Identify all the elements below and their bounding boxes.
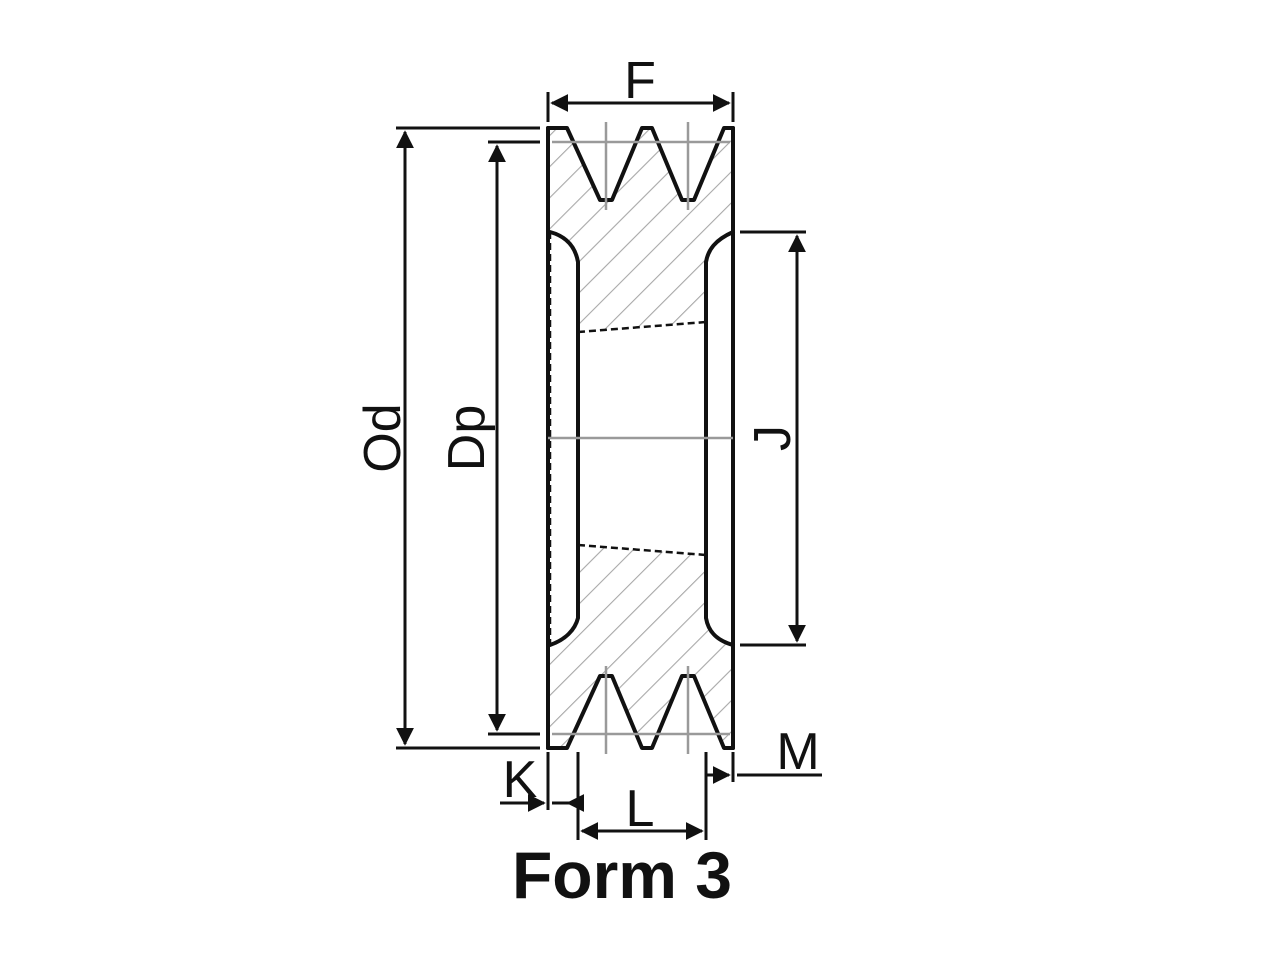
label-k: K [503, 751, 538, 809]
bottom-section-hatch [548, 545, 733, 748]
top-section-hatch [548, 128, 733, 332]
label-m: M [776, 723, 819, 781]
label-dp: Dp [438, 405, 496, 471]
centerlines [548, 122, 733, 754]
label-l: L [626, 780, 655, 838]
caption-form: Form 3 [512, 838, 732, 912]
label-j: J [744, 425, 802, 451]
label-od: Od [354, 403, 412, 472]
dimension-j [740, 230, 806, 647]
dimension-f [546, 92, 735, 122]
dimension-dp [488, 140, 540, 736]
dimension-od [396, 126, 540, 750]
dimension-k [500, 752, 585, 812]
label-f: F [624, 52, 656, 110]
dimension-m [706, 752, 822, 784]
